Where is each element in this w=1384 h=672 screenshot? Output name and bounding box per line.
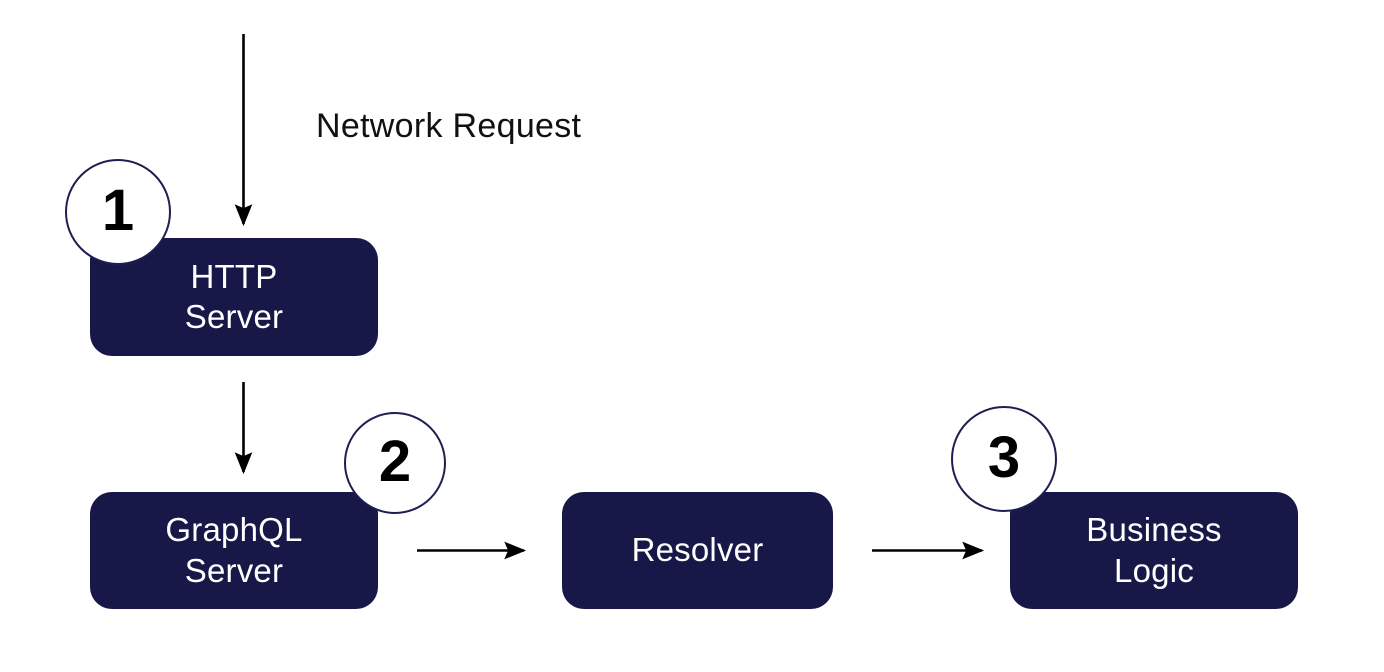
node-resolver[interactable]: Resolver [562, 492, 833, 609]
edge-label-network-request: Network Request [316, 107, 582, 145]
step-badge-3-number: 3 [987, 425, 1021, 490]
step-badge-2: 2 [344, 412, 446, 514]
node-business-logic-label: Business Logic [1086, 511, 1222, 589]
node-resolver-label: Resolver [631, 531, 764, 569]
step-badge-2-number: 2 [378, 429, 412, 494]
node-graphql-server[interactable]: GraphQL Server [90, 492, 378, 609]
step-badge-3: 3 [951, 406, 1057, 512]
node-business-logic[interactable]: Business Logic [1010, 492, 1298, 609]
step-badge-1: 1 [65, 159, 171, 265]
step-badge-1-number: 1 [101, 178, 135, 243]
node-http-server-label: HTTP Server [184, 257, 284, 335]
node-graphql-server-label: GraphQL Server [165, 511, 303, 589]
